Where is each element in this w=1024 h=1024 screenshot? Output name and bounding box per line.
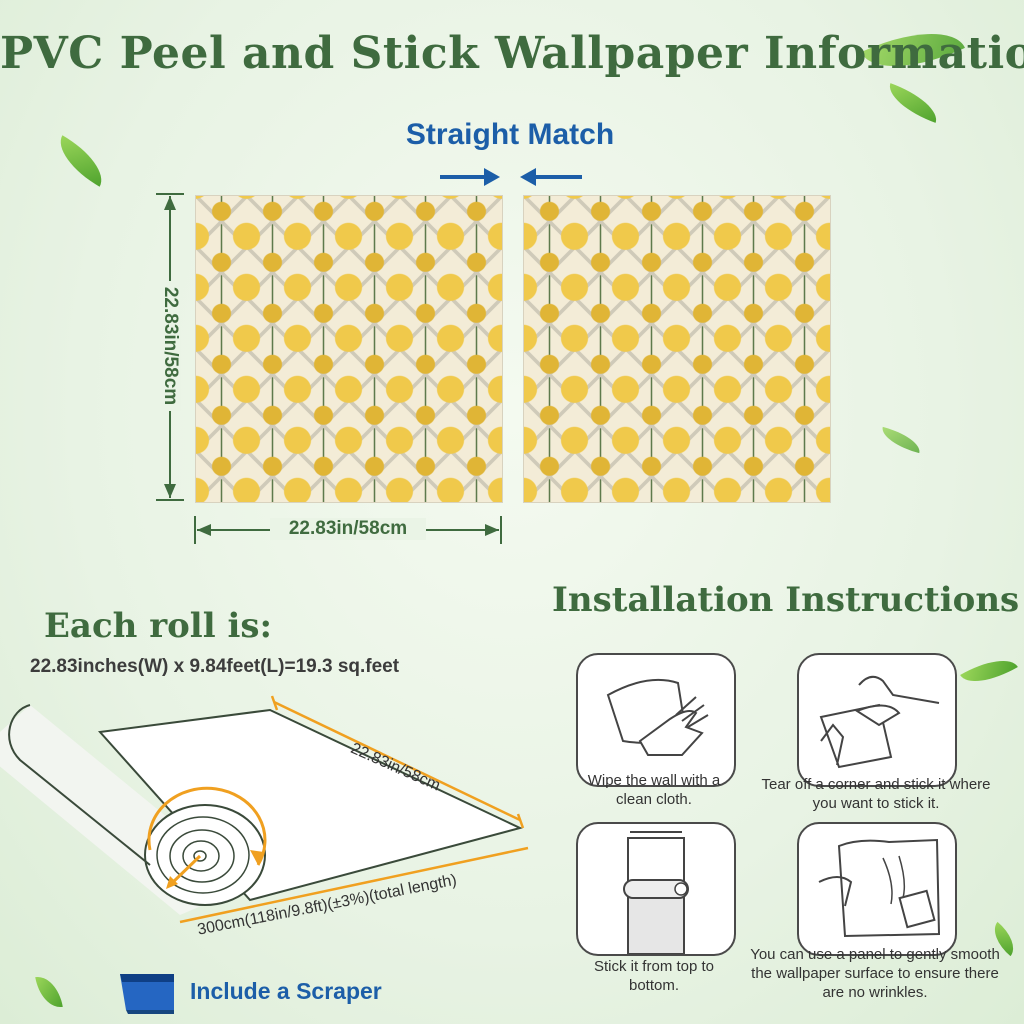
arrow-left-icon (520, 168, 582, 186)
installation-heading: Installation Instructions (552, 580, 1020, 620)
step-caption-smooth: You can use a panel to gently smooth the… (750, 946, 1000, 1001)
width-dimension-label: 22.83in/58cm (270, 518, 426, 540)
smooth-panel-icon (818, 838, 941, 938)
step-card-top-to-bottom (576, 822, 736, 956)
wipe-wall-icon (606, 678, 709, 756)
leaf-decoration (882, 83, 944, 123)
leaf-decoration (960, 647, 1018, 695)
roll-spec: 22.83inches(W) x 9.84feet(L)=19.3 sq.fee… (30, 656, 400, 677)
page-title: PVC Peel and Stick Wallpaper Information (0, 28, 1024, 79)
leaf-decoration (49, 135, 113, 187)
peel-corner-icon (819, 675, 940, 769)
step-caption-wipe: Wipe the wall with a clean cloth. (587, 772, 721, 808)
arrow-right-icon (440, 168, 500, 186)
step-card-tear (797, 653, 957, 787)
step-card-smooth (797, 822, 957, 956)
straight-match-label: Straight Match (405, 118, 615, 151)
step-card-wipe (576, 653, 736, 787)
roll-heading: Each roll is: (44, 606, 273, 646)
step-caption-tear: Tear off a corner and stick it where you… (761, 776, 991, 812)
height-dimension-label: 22.83in/58cm (159, 281, 181, 411)
scraper-label: Include a Scraper (190, 978, 382, 1004)
roll-down-icon (623, 831, 689, 954)
leaf-decoration (878, 426, 924, 454)
match-arrows (440, 168, 582, 186)
scraper-icon (120, 974, 174, 1014)
step-caption-top-to-bottom: Stick it from top to bottom. (593, 958, 715, 994)
wallpaper-panel-left (195, 195, 503, 503)
leaf-decoration (35, 973, 63, 1011)
wallpaper-panel-right (523, 195, 831, 503)
roll-illustration (0, 695, 529, 924)
